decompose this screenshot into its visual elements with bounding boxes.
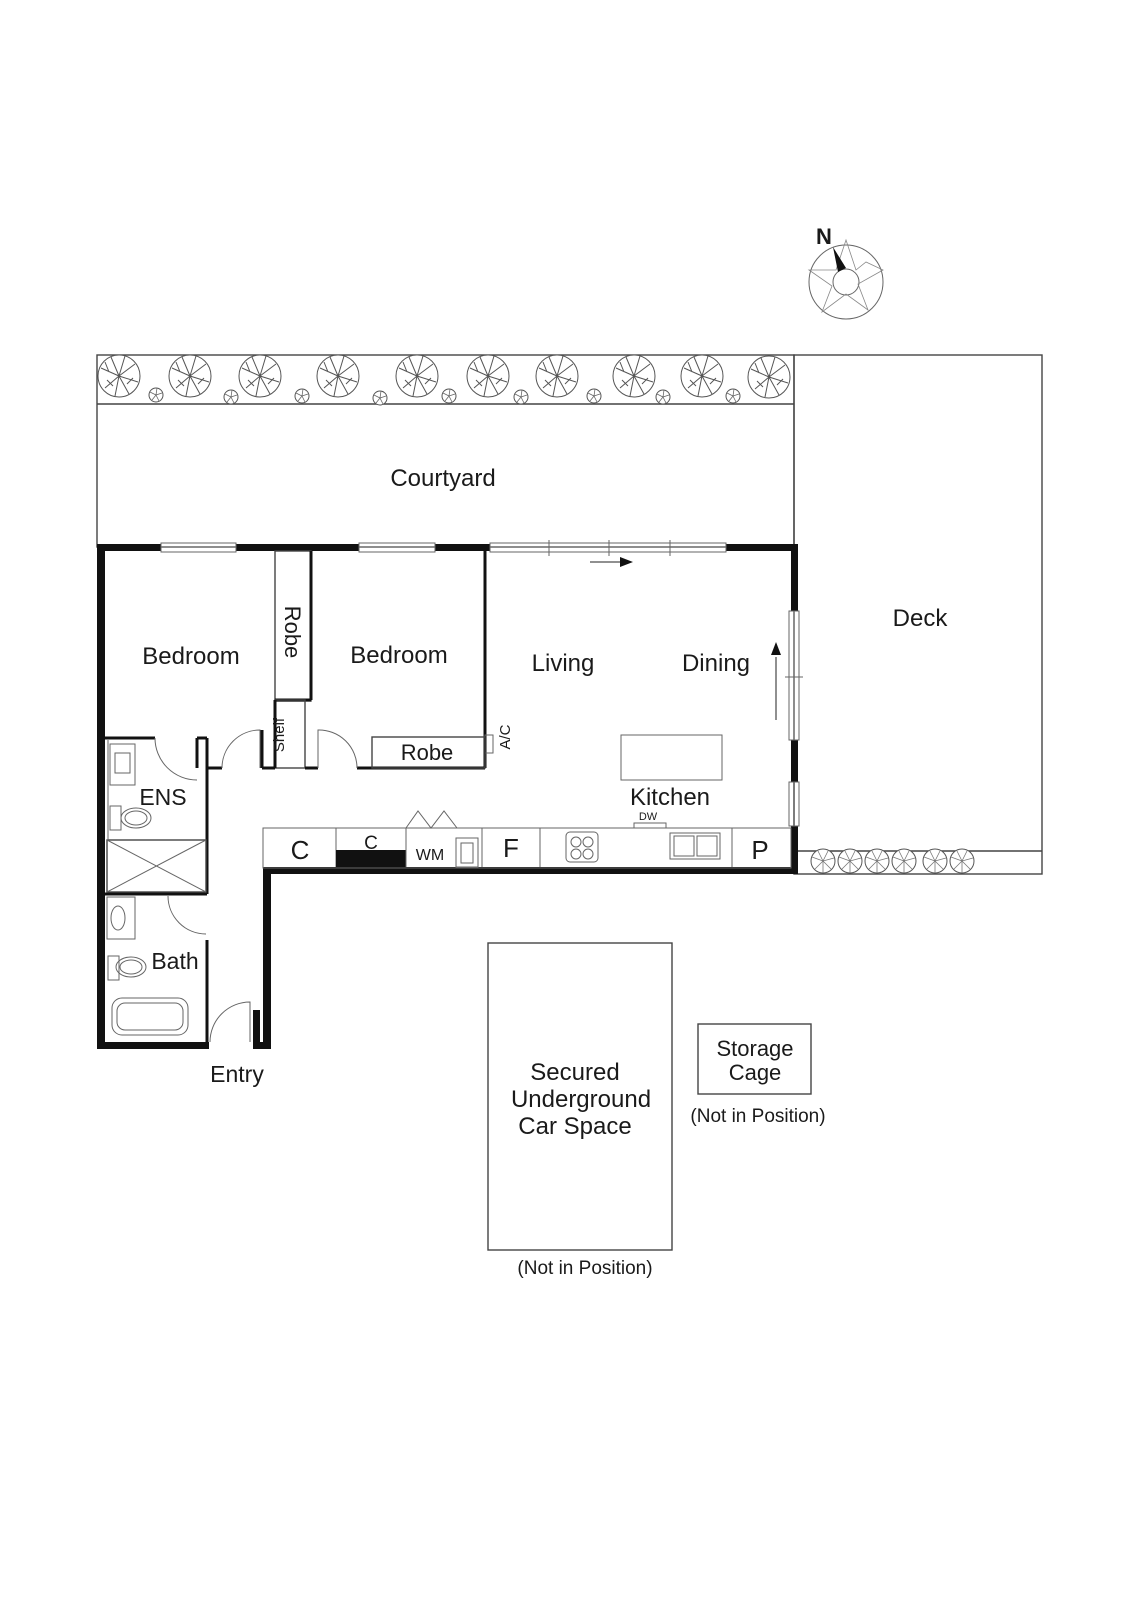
pantry-label: P	[751, 835, 768, 865]
room-label-bath: Bath	[151, 948, 198, 974]
room-labels: Bedroom Bedroom Robe Shelf Robe A/C Livi…	[139, 606, 768, 1087]
room-label-bedroom-2: Bedroom	[350, 642, 447, 669]
car-space-line-3: Car Space	[518, 1113, 631, 1140]
cupboard-label-2: C	[364, 833, 378, 854]
bathroom-fixtures	[106, 743, 189, 1036]
dishwasher-label: DW	[639, 811, 658, 823]
cupboard-label-1: C	[291, 835, 310, 865]
sink-icon	[669, 832, 721, 860]
car-space: Secured Underground Car Space (Not in Po…	[487, 942, 673, 1279]
room-label-dining: Dining	[682, 650, 750, 677]
room-label-deck: Deck	[893, 605, 949, 632]
room-label-kitchen: Kitchen	[630, 784, 710, 811]
sliding-door-arrows	[590, 557, 781, 720]
room-label-robe-1: Robe	[280, 606, 305, 659]
storage-cage: Storage Cage (Not in Position)	[690, 1023, 826, 1127]
washing-machine-label: WM	[416, 847, 444, 864]
room-label-courtyard: Courtyard	[390, 465, 495, 492]
windows	[160, 540, 803, 827]
room-label-ensuite: ENS	[139, 784, 186, 810]
car-space-line-1: Secured	[530, 1059, 619, 1086]
deck-area: Deck	[793, 354, 1043, 875]
deck-hedge	[810, 848, 975, 874]
courtyard-area: Courtyard	[96, 354, 795, 548]
storage-line-2: Cage	[729, 1060, 782, 1085]
interior-walls	[105, 550, 494, 1042]
kitchen-island	[620, 734, 723, 781]
room-label-entry: Entry	[210, 1061, 264, 1087]
fridge-label: F	[503, 833, 519, 863]
exterior-walls	[97, 544, 798, 1049]
kitchen-joinery	[262, 734, 792, 869]
compass-north-label: N	[816, 224, 832, 249]
car-space-line-2: Underground	[511, 1086, 651, 1113]
door-swings	[154, 729, 358, 1043]
room-label-robe-2: Robe	[401, 740, 454, 765]
cooktop-icon	[565, 831, 599, 863]
storage-note: (Not in Position)	[690, 1106, 825, 1127]
room-label-shelf: Shelf	[271, 717, 288, 752]
ac-label: A/C	[497, 724, 514, 749]
car-space-note: (Not in Position)	[517, 1258, 652, 1279]
courtyard-trees	[97, 354, 791, 406]
room-label-bedroom-1: Bedroom	[142, 643, 239, 670]
room-label-living: Living	[532, 650, 595, 677]
storage-line-1: Storage	[716, 1036, 793, 1061]
north-arrow-compass-icon: N	[807, 224, 884, 320]
